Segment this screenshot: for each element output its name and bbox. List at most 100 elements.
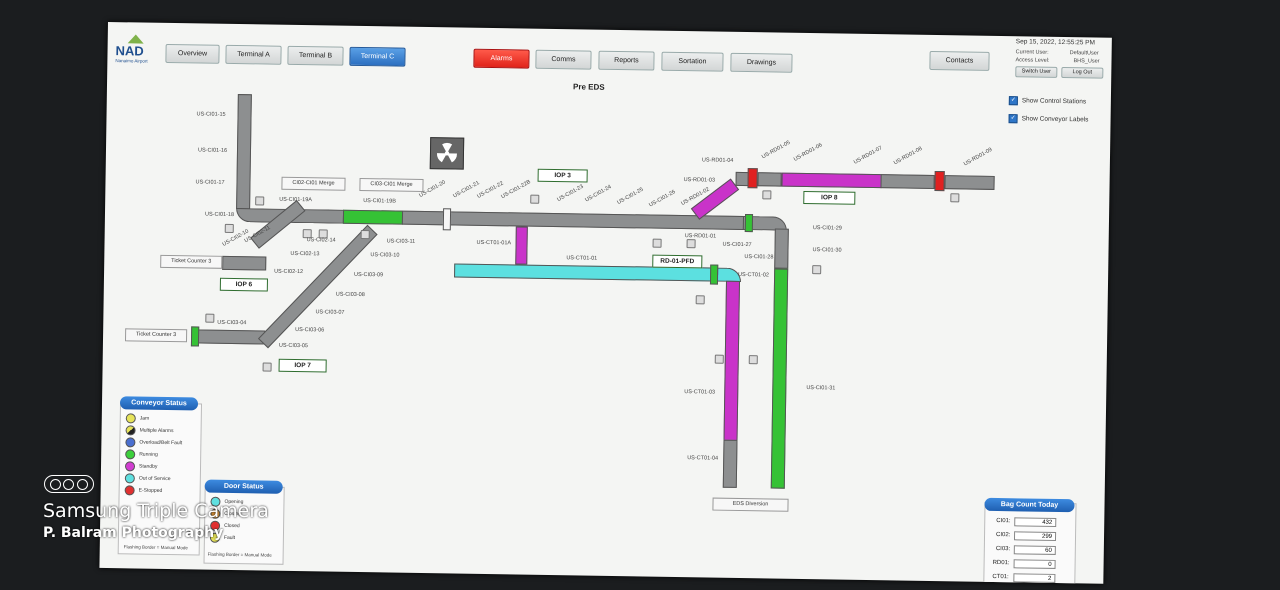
switch-user-button[interactable]: Switch User [1015,66,1058,78]
label-ci01-17: US-CI01-17 [195,179,225,186]
iop-8[interactable]: IOP 8 [803,190,856,205]
conveyor-ci01-30[interactable] [774,228,789,269]
conveyor-ct01-01a[interactable] [515,226,528,265]
conveyor-rd01-02[interactable] [690,178,740,220]
conveyor-ci01-15-17[interactable] [236,94,252,210]
control-station[interactable] [205,313,215,323]
reports-button[interactable]: Reports [598,50,655,71]
bag-count-value-ct01: 2 [1013,573,1056,583]
watermark-line1: Samsung Triple Camera [43,500,269,522]
show-conveyor-labels-checkbox[interactable]: ✓Show Conveyor Labels [1008,114,1089,124]
iop-7[interactable]: IOP 7 [278,358,327,373]
checkmark-icon: ✓ [1008,96,1018,106]
conveyor-ct01-03[interactable] [723,280,741,441]
conveyor-ci02-12[interactable] [222,255,267,271]
legend-item: Standby [124,460,182,473]
label-ci03-09: US-CI03-09 [354,271,384,279]
label-ci01-27: US-CI01-27 [722,241,752,249]
conveyor-ci01-19a[interactable] [342,209,404,225]
label-rd01-03: US-RD01-03 [683,177,716,184]
show-control-stations-checkbox[interactable]: ✓Show Control Stations [1008,96,1087,106]
label-ci01-31: US-CI01-31 [806,385,836,392]
conveyor-ci02-13-14[interactable] [250,200,306,249]
label-ci02-12: US-CI02-12 [274,268,304,276]
control-station[interactable] [530,194,540,204]
control-station[interactable] [950,193,960,203]
conveyor-rd01-06-07[interactable] [781,172,882,189]
label-ci01-25: US-CI01-25 [616,186,645,207]
checkbox-label: Show Control Stations [1021,97,1087,106]
eds-gate[interactable] [442,208,452,231]
access-level-label: Access Level: [1015,57,1050,64]
label-ci03-10: US-CI03-10 [370,252,400,259]
label-ci01-26: US-CI01-26 [648,189,677,209]
control-station[interactable] [748,355,758,365]
door-rd01-08[interactable] [934,171,945,192]
conveyor-ci03-04[interactable] [192,329,266,345]
label-ci01-23: US-CI01-23 [556,183,585,204]
conveyor-ci01-main[interactable] [401,210,745,231]
bag-count-value-ci03: 60 [1013,545,1056,555]
iop-6[interactable]: IOP 6 [219,277,268,292]
bag-count-label-ct01: CT01: [992,573,1009,581]
tab-terminal-b[interactable]: Terminal B [287,45,344,66]
label-rd01-01: US-RD01-01 [684,233,717,240]
door-rd01-05[interactable] [747,168,758,189]
control-station[interactable] [695,295,705,305]
conveyor-rd01-05[interactable] [757,172,782,187]
label-ct01-01: US-CT01-01 [566,255,598,262]
label-ci01-22b: US-CI01-22B [500,179,532,201]
bag-count-value-ci01: 432 [1014,517,1057,527]
tab-terminal-a[interactable]: Terminal A [225,44,282,65]
label-ci01-24: US-CI01-24 [584,184,613,204]
control-station[interactable] [652,238,662,248]
drawings-button[interactable]: Drawings [730,52,793,73]
sortation-button[interactable]: Sortation [661,51,724,72]
control-station[interactable] [686,239,696,249]
conveyor-ct01-04[interactable] [722,439,738,488]
alarms-button[interactable]: Alarms [473,48,530,69]
comms-button[interactable]: Comms [535,49,592,70]
label-ci03-07: US-CI03-07 [315,309,345,316]
tab-overview[interactable]: Overview [165,43,220,64]
ticket-counter-3b[interactable]: Ticket Counter 3 [124,328,188,343]
label-ci01-22: US-CI01-22 [476,180,505,200]
label-ci01-29: US-CI01-29 [812,225,842,232]
radiation-icon[interactable] [429,137,465,170]
bag-count-title: Bag Count Today [984,497,1075,513]
bag-count-label-ci03: CI03: [995,546,1011,553]
label-ci01-15: US-CI01-15 [196,111,226,118]
contacts-button[interactable]: Contacts [929,50,990,71]
logo-subtitle: Nanaimo Airport [115,58,148,64]
label-ci01-21: US-CI01-21 [452,180,481,200]
camera-icon [44,475,94,493]
control-station[interactable] [224,223,234,234]
legend-label: Closed [224,522,240,530]
conveyor-rd01-08[interactable] [880,174,935,190]
control-station[interactable] [762,190,772,200]
conveyor-ci01-31[interactable] [770,268,789,489]
control-station[interactable] [812,265,822,275]
rd-01-pfd[interactable]: RD-01-PFD [652,254,703,269]
control-station[interactable] [255,196,265,206]
label-ci03-11: US-CI03-11 [386,238,416,245]
motor-ci03-04[interactable] [190,326,200,347]
logout-button[interactable]: Log Out [1061,66,1104,79]
conveyor-rd01-09[interactable] [944,175,995,190]
bag-count-value-ci02: 299 [1013,531,1057,541]
ci02-merge-box: CI02-CI01 Merge [281,176,346,191]
control-station[interactable] [262,362,272,372]
conveyor-status-footer: Flashing Border = Manual Mode [123,544,188,551]
legend-item: E-Stopped [124,484,182,497]
conveyor-status-title: Conveyor Status [119,396,199,411]
control-station[interactable] [360,229,370,240]
legend-item: Out of Service [124,472,182,485]
legend-item: Multiple Alarms [125,424,182,437]
tab-terminal-c[interactable]: Terminal C [349,46,406,67]
ticket-counter-3a[interactable]: Ticket Counter 3 [160,254,223,269]
iop-3[interactable]: IOP 3 [537,168,588,183]
eds-diversion-box[interactable]: EDS Diversion [712,497,789,512]
control-station[interactable] [714,354,724,364]
label-rd01-04: US-RD01-04 [701,157,734,164]
motor-ci01-27[interactable] [744,214,754,233]
